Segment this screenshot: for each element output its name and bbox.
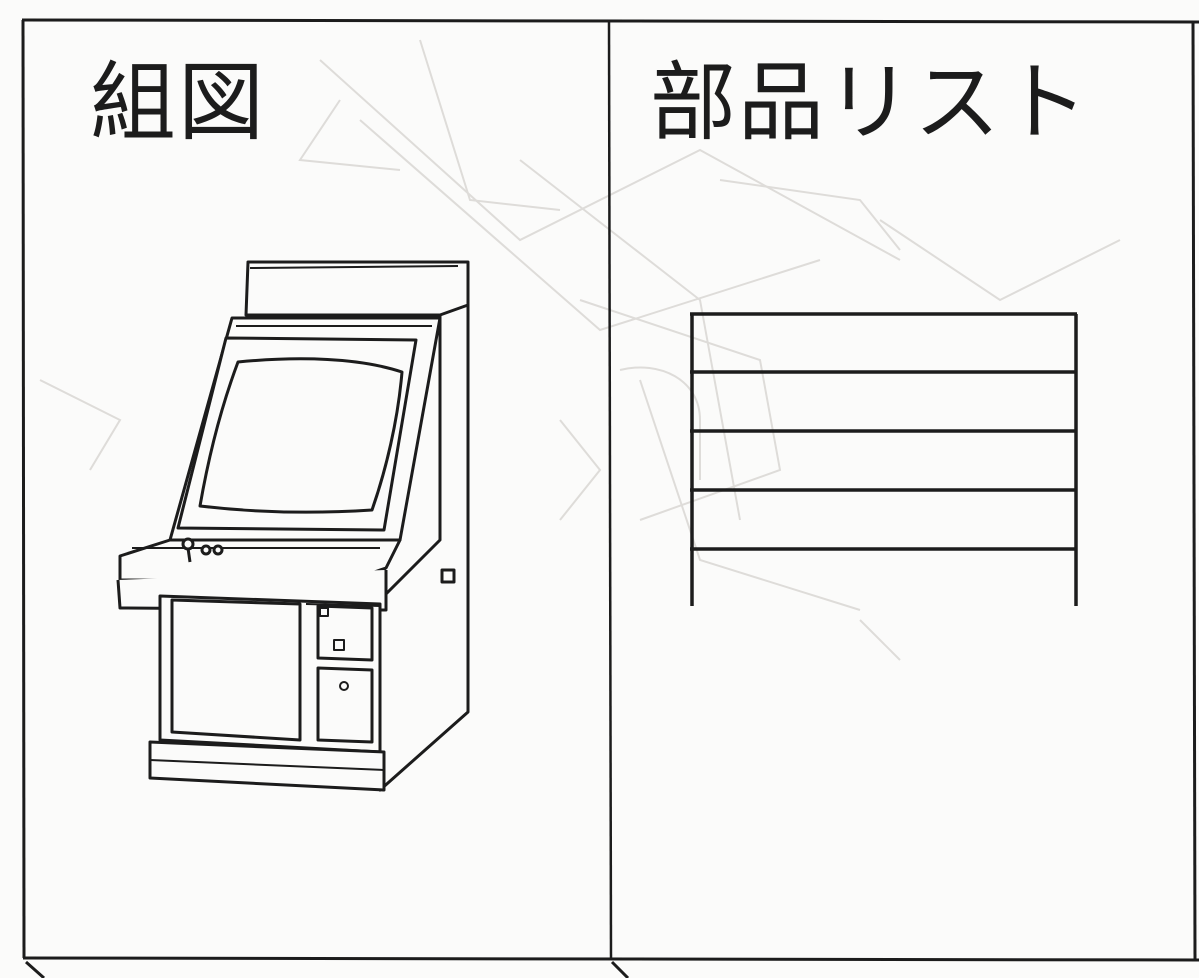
right-border [1191, 21, 1197, 961]
top-border [21, 18, 1199, 24]
assembly-drawing-title: 組図 [90, 53, 266, 153]
panel-divider [607, 21, 613, 961]
parts-list-title: 部品リスト [650, 53, 1090, 153]
bottom-border [22, 956, 1199, 962]
left-border [21, 19, 26, 959]
